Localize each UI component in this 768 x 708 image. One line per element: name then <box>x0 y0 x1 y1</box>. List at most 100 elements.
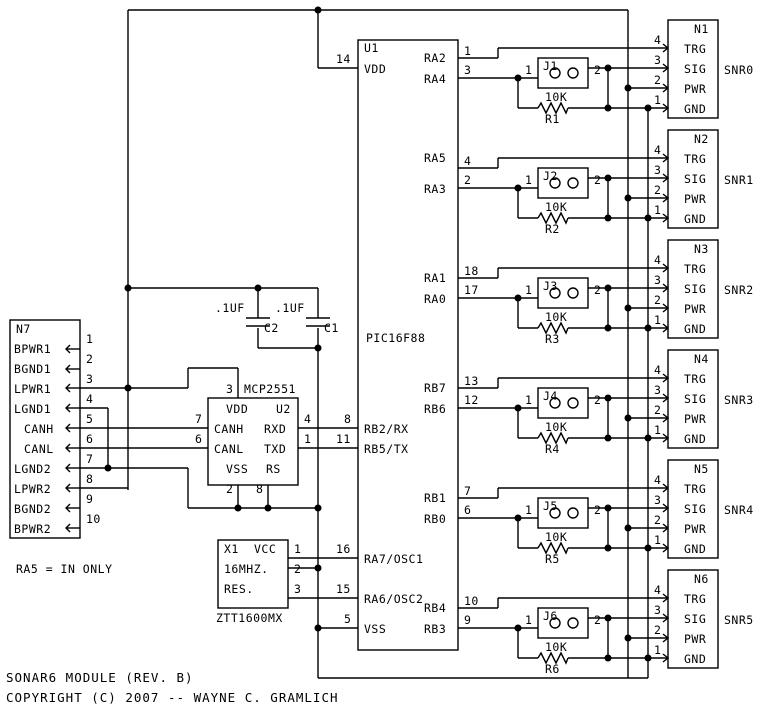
sensor-channel: RA2 1 RA4 3 J1 1 2 10K R1 N1 SNR0 4 TRG … <box>424 19 753 126</box>
channel-b-num: 2 <box>464 173 471 187</box>
pwr-name: PWR <box>684 522 706 536</box>
connector-label: SNR1 <box>724 173 754 187</box>
connector-ref: N1 <box>694 22 709 36</box>
pwr-name: PWR <box>684 632 706 646</box>
jumper-ref: J6 <box>543 609 558 623</box>
channel-a-name: RA2 <box>424 51 446 65</box>
trg-num: 4 <box>654 253 661 267</box>
n7-pin-name: BGND2 <box>14 502 51 516</box>
channel-a-name: RB4 <box>424 601 446 615</box>
x1-pin-3: 3 <box>294 582 301 596</box>
u2-txd-num: 1 <box>304 432 311 446</box>
sig-name: SIG <box>684 282 706 296</box>
resistor-ref: R4 <box>545 442 560 456</box>
channel-a-num: 1 <box>464 44 471 58</box>
trg-num: 4 <box>654 143 661 157</box>
channel-b-name: RA0 <box>424 292 446 306</box>
pwr-num: 2 <box>654 513 661 527</box>
connector-ref: N2 <box>694 132 709 146</box>
resistor-ref: R3 <box>545 332 560 346</box>
pwr-num: 2 <box>654 73 661 87</box>
channel-a-num: 7 <box>464 484 471 498</box>
note-ra5: RA5 = IN ONLY <box>16 562 113 576</box>
n7-pin-name: LPWR1 <box>14 382 51 396</box>
u1-rb5-num: 11 <box>336 432 351 446</box>
channel-a-name: RB7 <box>424 381 446 395</box>
c2-ref: C2 <box>264 321 279 335</box>
title-block: SONAR6 MODULE (REV. B) <box>6 670 194 685</box>
jumper-pin-2: 2 <box>594 283 601 297</box>
pwr-num: 2 <box>654 293 661 307</box>
jumper-pin-2: 2 <box>594 613 601 627</box>
connector-label: SNR3 <box>724 393 754 407</box>
channel-b-name: RB0 <box>424 512 446 526</box>
channel-b-name: RB3 <box>424 622 446 636</box>
u2-txd-name: TXD <box>264 442 286 456</box>
n7-pin-name: CANH <box>24 422 54 436</box>
n7-connector: N7 BPWR1 1 BGND1 2 LPWR1 3 LGND1 4 CANH … <box>9 319 101 539</box>
jumper-pin-1: 1 <box>525 613 532 627</box>
u2-canh-name: CANH <box>214 422 244 436</box>
channel-b-num: 6 <box>464 503 471 517</box>
n7-pin-num: 10 <box>86 512 101 526</box>
resistor-ref: R5 <box>545 552 560 566</box>
jumper-pin-2: 2 <box>594 173 601 187</box>
trg-num: 4 <box>654 33 661 47</box>
sig-name: SIG <box>684 612 706 626</box>
gnd-name: GND <box>684 212 706 226</box>
trg-name: TRG <box>684 482 706 496</box>
sig-num: 3 <box>654 163 661 177</box>
trg-name: TRG <box>684 152 706 166</box>
channel-b-name: RB6 <box>424 402 446 416</box>
pwr-name: PWR <box>684 192 706 206</box>
jumper-pin-2: 2 <box>594 63 601 77</box>
jumper-ref: J5 <box>543 499 558 513</box>
channel-b-num: 3 <box>464 63 471 77</box>
sig-num: 3 <box>654 273 661 287</box>
n7-pin-name: LGND1 <box>14 402 51 416</box>
gnd-name: GND <box>684 322 706 336</box>
connector-ref: N5 <box>694 462 709 476</box>
jumper-pin-2: 2 <box>594 393 601 407</box>
u1-ra7-name: RA7/OSC1 <box>364 552 423 566</box>
connector-ref: N3 <box>694 242 709 256</box>
x1-pin-2: 2 <box>294 562 301 576</box>
trg-num: 4 <box>654 363 661 377</box>
resistor-value: 10K <box>545 200 567 214</box>
gnd-name: GND <box>684 652 706 666</box>
jumper-pin-1: 1 <box>525 63 532 77</box>
x1-vcc: VCC <box>254 542 276 556</box>
x1-freq: 16MHZ. <box>224 562 269 576</box>
n7-pin-num: 4 <box>86 392 93 406</box>
sensor-channel: RB4 10 RB3 9 J6 1 2 10K R6 N6 SNR5 4 TRG… <box>424 569 754 676</box>
jumper-pin-1: 1 <box>525 393 532 407</box>
sig-num: 3 <box>654 53 661 67</box>
connector-ref: N4 <box>694 352 709 366</box>
n7-pin-num: 8 <box>86 472 93 486</box>
sensor-channel: RB1 7 RB0 6 J5 1 2 10K R5 N5 SNR4 4 TRG … <box>424 459 753 566</box>
u2-part: MCP2551 <box>244 382 296 396</box>
gnd-num: 1 <box>654 313 661 327</box>
capacitor-c1: .1UF C1 <box>275 301 338 335</box>
n7-pin-name: CANL <box>24 442 54 456</box>
capacitor-c2: .1UF C2 <box>215 301 279 335</box>
trg-name: TRG <box>684 262 706 276</box>
n7-pin-num: 6 <box>86 432 93 446</box>
c2-value: .1UF <box>215 301 245 315</box>
u2-ref: U2 <box>276 402 291 416</box>
u2-rxd-name: RXD <box>264 422 286 436</box>
resistor-ref: R6 <box>545 662 560 676</box>
u2-vss-num: 2 <box>226 482 233 496</box>
power-junctions <box>104 6 322 632</box>
u2-vdd-name: VDD <box>226 402 248 416</box>
u2-canh-num: 7 <box>195 412 202 426</box>
n7-pin-num: 9 <box>86 492 93 506</box>
x1-part: ZTT1600MX <box>216 611 283 625</box>
channel-a-num: 13 <box>464 374 479 388</box>
resistor-value: 10K <box>545 420 567 434</box>
pwr-num: 2 <box>654 403 661 417</box>
n7-pin-name: BGND1 <box>14 362 51 376</box>
jumper-pin-1: 1 <box>525 503 532 517</box>
connector-label: SNR5 <box>724 613 754 627</box>
